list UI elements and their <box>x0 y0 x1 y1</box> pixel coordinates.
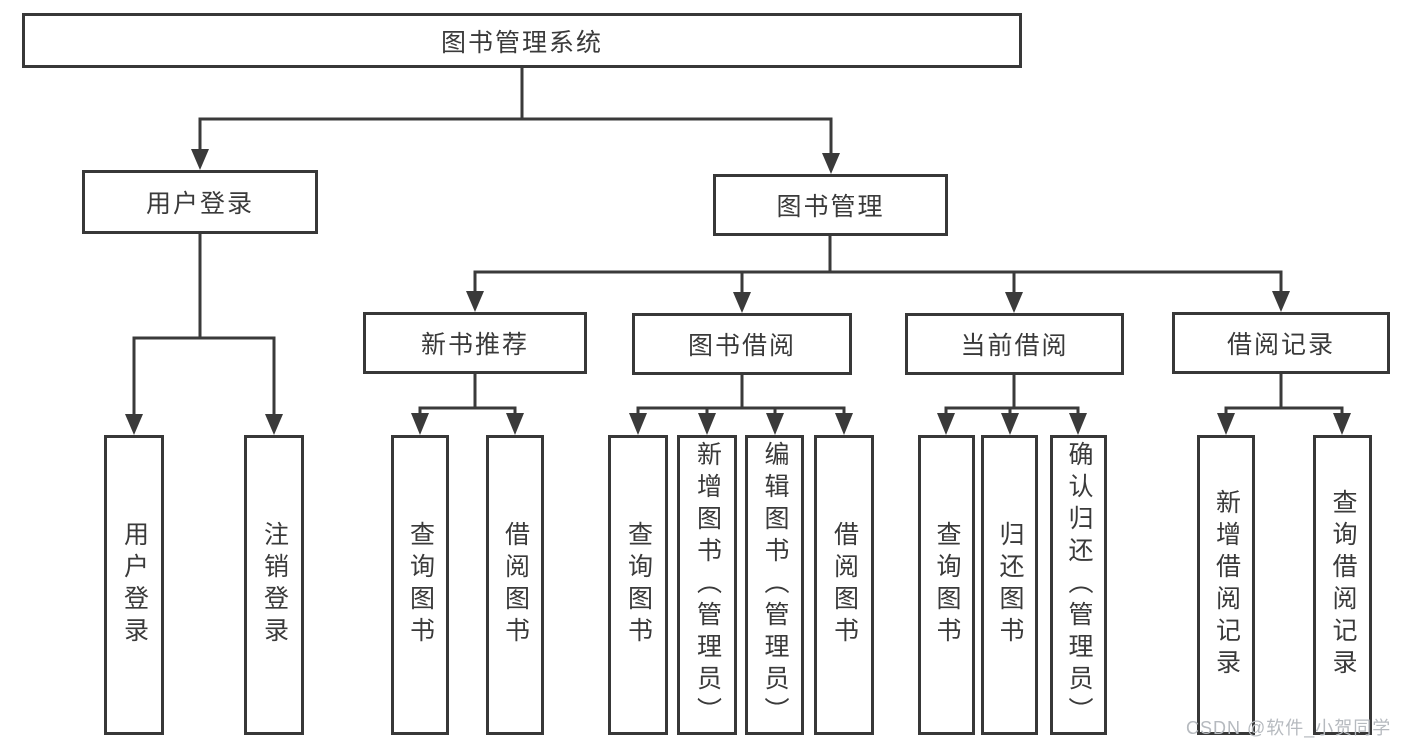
node-user-login-leaf: 用户登录 <box>104 435 164 735</box>
node-borrow-books-leaf: 借阅图书 <box>814 435 874 735</box>
node-label: 图书管理 <box>776 193 885 221</box>
node-borrowing-records: 借阅记录 <box>1172 312 1390 374</box>
node-label: 用户登录 <box>145 190 254 218</box>
node-user-login: 用户登录 <box>82 170 318 234</box>
connector-book-borrowing-children <box>629 373 853 435</box>
connector-user-login-children <box>125 232 283 435</box>
node-label: 注销登录 <box>260 521 289 649</box>
node-label: 图书借阅 <box>687 332 796 360</box>
node-new-book-recommendation: 新书推荐 <box>363 312 587 374</box>
node-label: 新增借阅记录 <box>1212 489 1241 681</box>
node-query-borrow-record: 查询借阅记录 <box>1313 435 1372 735</box>
node-query-books-borrowing: 查询图书 <box>608 435 668 735</box>
node-label: 借阅图书 <box>501 521 530 649</box>
node-current-borrowing: 当前借阅 <box>905 313 1124 375</box>
node-label: 编辑图书（管理员） <box>761 441 789 729</box>
node-label: 查询图书 <box>624 521 653 649</box>
connector-new-book-recommendation-children <box>411 372 524 435</box>
connector-current-borrowing-children <box>937 373 1087 435</box>
node-return-books: 归还图书 <box>981 435 1038 735</box>
node-label: 归还图书 <box>996 521 1024 649</box>
connector-root-to-level2 <box>191 66 840 174</box>
node-confirm-return-admin: 确认归还（管理员） <box>1050 435 1107 735</box>
connector-borrowing-records-children <box>1217 372 1351 435</box>
node-label: 用户登录 <box>120 521 149 649</box>
node-label: 查询图书 <box>933 521 961 649</box>
node-add-books-admin: 新增图书（管理员） <box>677 435 737 735</box>
node-label: 确认归还（管理员） <box>1065 441 1093 729</box>
node-query-books-current: 查询图书 <box>918 435 975 735</box>
node-borrow-books-recommend: 借阅图书 <box>486 435 544 735</box>
node-label: 当前借阅 <box>960 332 1069 360</box>
node-label: 新增图书（管理员） <box>693 441 722 729</box>
node-label: 查询借阅记录 <box>1329 489 1357 681</box>
node-book-borrowing: 图书借阅 <box>632 313 852 375</box>
node-logout: 注销登录 <box>244 435 304 735</box>
node-query-books-recommend: 查询图书 <box>391 435 449 735</box>
node-add-borrow-record: 新增借阅记录 <box>1197 435 1255 735</box>
connector-book-management-children <box>466 234 1290 313</box>
node-label: 借阅记录 <box>1226 331 1335 359</box>
node-label: 借阅图书 <box>830 521 859 649</box>
node-label: 图书管理系统 <box>440 28 603 57</box>
node-label: 查询图书 <box>406 521 435 649</box>
node-label: 新书推荐 <box>420 331 529 359</box>
node-edit-books-admin: 编辑图书（管理员） <box>745 435 804 735</box>
node-library-system: 图书管理系统 <box>22 13 1022 68</box>
node-book-management: 图书管理 <box>713 174 948 236</box>
csdn-watermark: CSDN @软件_小贺同学 <box>1186 718 1392 738</box>
